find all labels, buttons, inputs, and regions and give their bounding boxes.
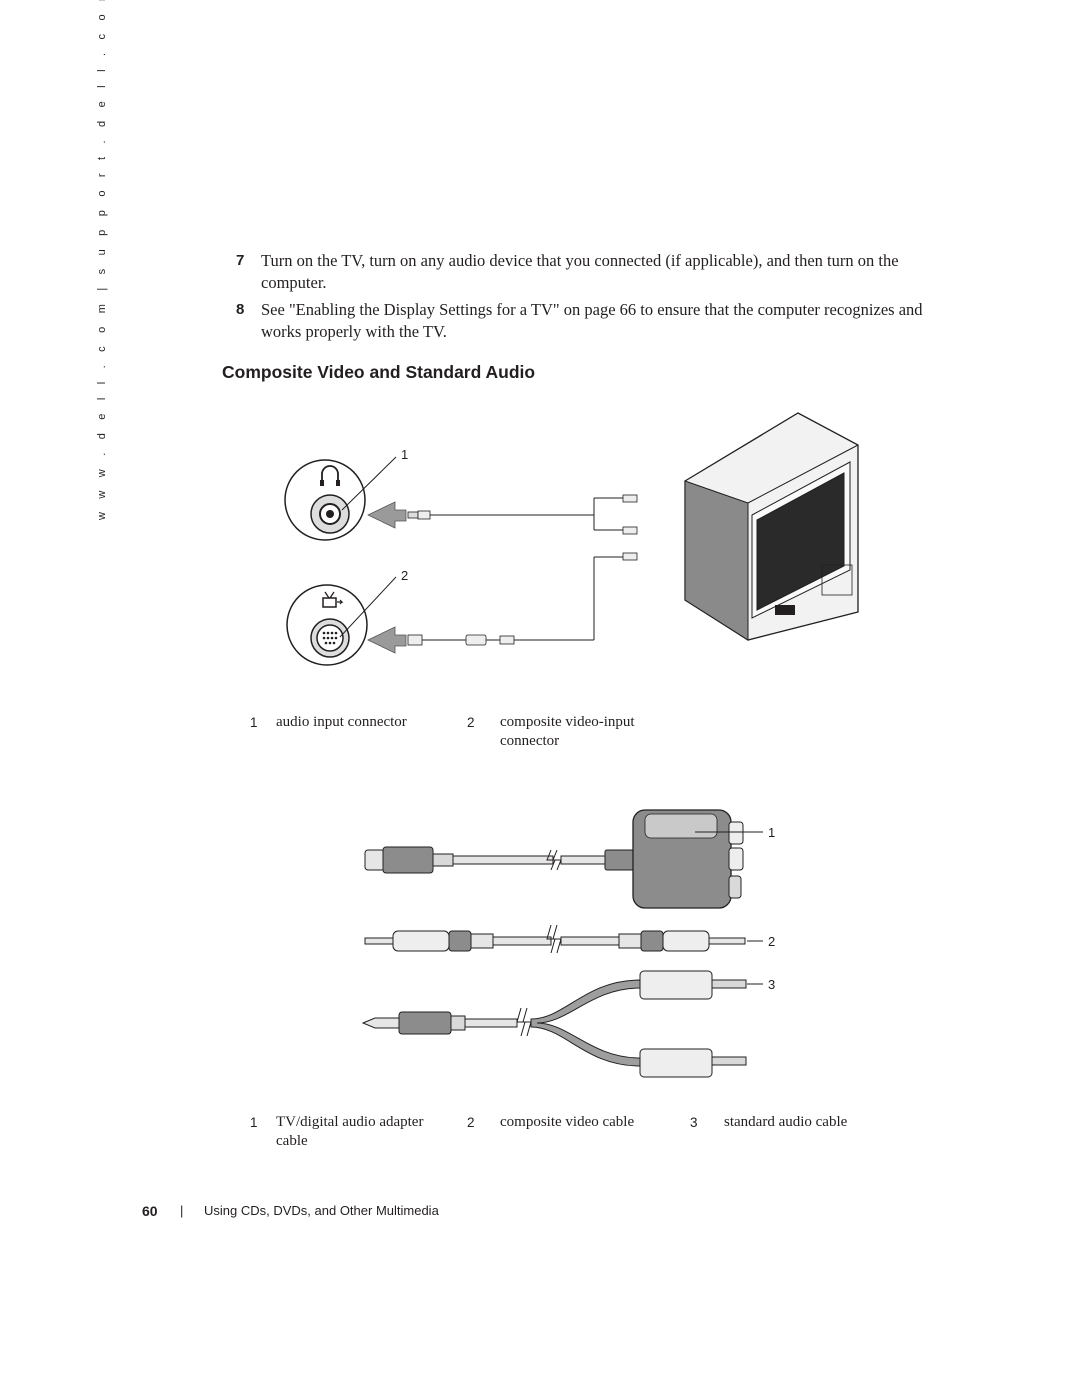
figure-tv-connection: 1 2	[284, 412, 859, 666]
legend-number: 1	[250, 715, 258, 730]
step-text: Turn on the TV, turn on any audio device…	[261, 251, 899, 292]
legend-label: TV/digital audio adapter cable	[276, 1114, 424, 1149]
callout-3: 3	[768, 977, 775, 992]
standard-audio-cable	[361, 970, 747, 1078]
audio-input-connector	[284, 459, 366, 541]
legend-label: composite video cable	[500, 1114, 635, 1130]
legend-label: audio input connector	[276, 714, 407, 730]
legend-label: composite video-input connector	[500, 714, 635, 749]
s-video-plug-icon	[364, 849, 386, 871]
legend-number: 3	[690, 1115, 698, 1130]
footer-chapter: Using CDs, DVDs, and Other Multimedia	[204, 1203, 439, 1218]
arrow-icon	[367, 501, 407, 529]
rca-plug-icon	[364, 937, 394, 945]
mini-plug-icon	[361, 1017, 400, 1029]
composite-video-input-connector	[286, 584, 368, 666]
legend-number: 1	[250, 1115, 258, 1130]
composite-video-cable	[364, 924, 746, 954]
callout-2: 2	[768, 934, 775, 949]
step-number: 8	[236, 301, 245, 318]
arrow-icon	[367, 626, 407, 654]
legend-label: standard audio cable	[724, 1114, 848, 1130]
callout-1: 1	[768, 825, 775, 840]
step-number: 7	[236, 252, 245, 269]
footer-separator: |	[180, 1203, 184, 1218]
figure-cables: 1 2 3	[361, 809, 775, 1078]
tv-icon	[684, 412, 859, 641]
step-text: See "Enabling the Display Settings for a…	[261, 300, 923, 341]
tv-digital-audio-adapter-cable	[364, 809, 744, 909]
page-number: 60	[142, 1203, 158, 1219]
legend-number: 2	[467, 715, 475, 730]
tv-out-icon	[322, 591, 344, 608]
step-7: 7 Turn on the TV, turn on any audio devi…	[236, 250, 936, 294]
step-8: 8 See "Enabling the Display Settings for…	[236, 299, 936, 343]
headphone-icon	[321, 465, 339, 482]
sidebar-url: w w w . d e l l . c o m | s u p p o r t …	[96, 0, 108, 520]
callout-2: 2	[401, 568, 408, 583]
section-heading: Composite Video and Standard Audio	[222, 362, 536, 382]
callout-1: 1	[401, 447, 408, 462]
legend-number: 2	[467, 1115, 475, 1130]
